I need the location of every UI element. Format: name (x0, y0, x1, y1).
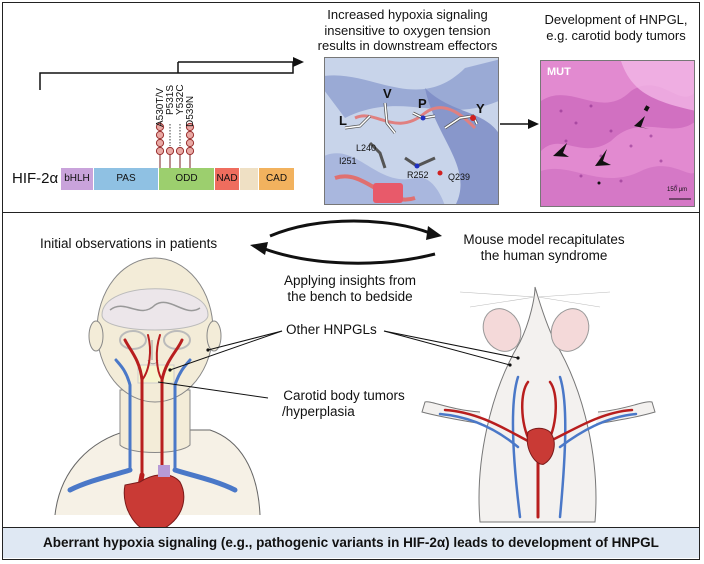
variant-lollipops (155, 122, 195, 168)
residue-R252: R252 (407, 170, 429, 180)
protein-structure-image: L V P Y L240 I251 R252 Q239 (324, 57, 499, 205)
human-illustration (54, 257, 261, 533)
residue-L: L (339, 113, 347, 128)
residue-I251: I251 (339, 156, 357, 166)
domain-cad: CAD (259, 168, 295, 190)
residue-P: P (418, 96, 427, 111)
domain-nad: NAD (215, 168, 240, 190)
summary-text: Aberrant hypoxia signaling (e.g., pathog… (43, 535, 659, 550)
domain-pas: PAS (94, 168, 159, 190)
residue-Y: Y (476, 101, 485, 116)
domain-bhlh: bHLH (61, 168, 94, 190)
residue-Q239: Q239 (448, 172, 471, 182)
residue-V: V (383, 86, 392, 101)
mouse-illustration (421, 286, 656, 523)
patients-text: Initial observations in patients (40, 236, 218, 251)
histology-image: MUT 150 μm (540, 60, 695, 207)
scale-bar-label: 150 μm (667, 187, 688, 193)
domain-odd: ODD (159, 168, 215, 190)
domain-linker (240, 168, 259, 190)
carotid-body-label: Carotid body tumors /hyperplasia (282, 388, 405, 420)
histology-caption: Development of HNPGL, e.g. carotid body … (544, 12, 688, 43)
summary-bar: Aberrant hypoxia signaling (e.g., pathog… (3, 527, 699, 558)
other-hnpgls-label: Other HNPGLs (286, 322, 377, 337)
section-divider (2, 212, 700, 213)
residue-L240: L240 (356, 143, 377, 153)
mouse-model-text: Mouse model recapitulates the human synd… (463, 232, 625, 264)
bench-to-bedside-text: Applying insights from the bench to beds… (283, 273, 417, 305)
protein-label: HIF-2α (12, 170, 59, 187)
structure-caption: Increased hypoxia signaling insensitive … (317, 7, 498, 54)
histology-label: MUT (547, 66, 571, 78)
